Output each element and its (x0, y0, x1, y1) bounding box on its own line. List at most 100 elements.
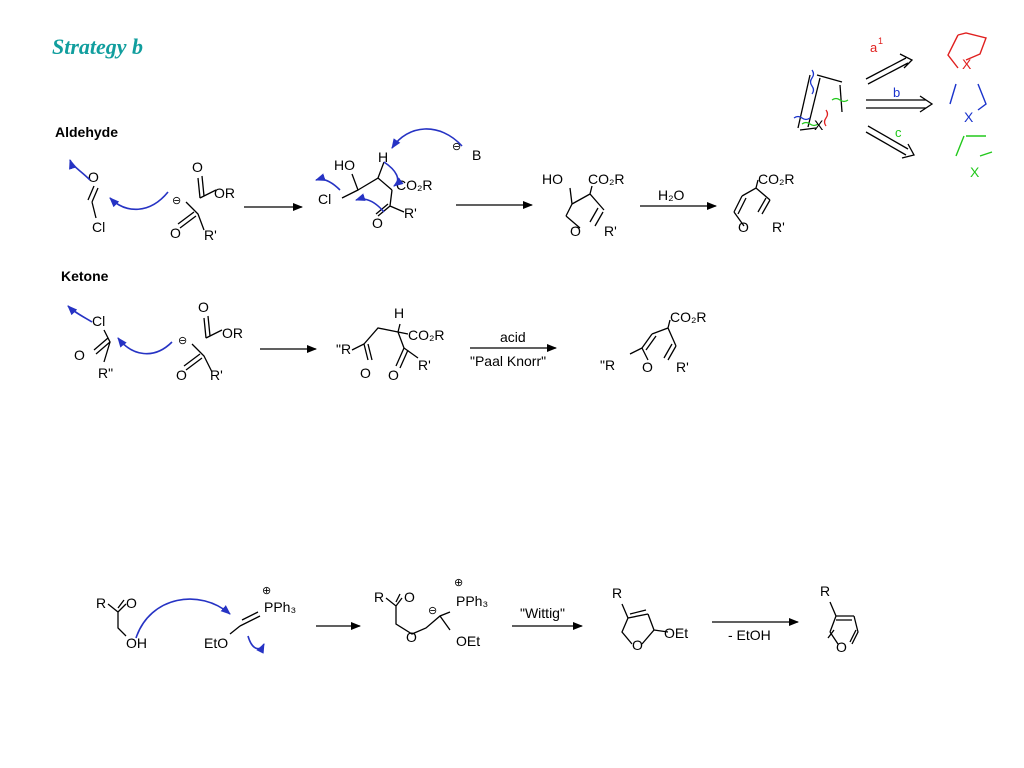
retro-arrow-c: c (865, 125, 915, 159)
eto-label: EtO (204, 635, 228, 651)
trisubstituted-furan: CO₂R "R O R' (600, 309, 707, 375)
ring-o: O (570, 223, 581, 239)
minus-charge: ⊖ (428, 605, 437, 617)
minus-charge: ⊖ (172, 195, 181, 207)
route-a-superscript: 1 (878, 36, 883, 46)
or-label: OR (222, 325, 243, 341)
route-b-label: b (893, 85, 900, 100)
route-a-fragment: X (947, 32, 987, 72)
ketoester-enolate: O OR ⊖ O R' (170, 159, 235, 243)
co2r-label: CO₂R (396, 177, 433, 193)
r-prime: R' (204, 227, 217, 243)
ring-o: O (632, 637, 643, 653)
pph3-label: PPh₃ (456, 593, 488, 609)
minus-charge: ⊖ (178, 335, 187, 347)
ketone-o: O (176, 367, 187, 383)
co2r-label: CO₂R (408, 327, 445, 343)
ether-o: O (406, 629, 417, 645)
plus-charge: ⊕ (262, 585, 271, 597)
oet-label: OEt (456, 633, 480, 649)
ketoester-enolate: O OR ⊖ O R' (176, 299, 243, 383)
retro-arrow-b: b (866, 85, 934, 113)
r-prime: R' (676, 359, 689, 375)
cl-label: Cl (92, 313, 105, 329)
hydroxy-dihydrofuran: HO CO₂R O R' (542, 171, 625, 239)
ho-label: HO (542, 171, 563, 187)
route-c-label: c (895, 125, 902, 140)
vinyl-phosphonium: ⊕ PPh₃ EtO (204, 585, 296, 651)
ring-o: O (642, 359, 653, 375)
h-label: H (378, 149, 388, 165)
curly-arrow (315, 173, 341, 191)
route-c-x: X (970, 164, 980, 180)
route-b-x: X (964, 109, 974, 125)
r-prime: R' (604, 223, 617, 239)
paal-knorr-label: "Paal Knorr" (470, 353, 546, 369)
route-b-fragment: X (949, 83, 987, 125)
ketone-o: O (126, 595, 137, 611)
curly-arrow (67, 305, 93, 323)
curly-arrow (69, 159, 91, 181)
ethoxy-dihydrofuran: R O OEt (612, 585, 688, 653)
base-label: B (472, 147, 481, 163)
minus-charge: ⊖ (452, 141, 461, 153)
h-label: H (394, 305, 404, 321)
oh-label: OH (126, 635, 147, 651)
aldol-adduct: HO H ⊖ B Cl CO₂R O R' (318, 141, 481, 231)
ketone-o: O (388, 367, 399, 383)
ketone-o: O (360, 365, 371, 381)
route-a-label: a (870, 40, 878, 55)
curly-arrow (117, 337, 173, 355)
pph3-label: PPh₃ (264, 599, 296, 615)
phosphonium-ylide-ether: R O O ⊕ PPh₃ ⊖ OEt (374, 577, 488, 649)
co2r-label: CO₂R (758, 171, 795, 187)
r-prime: R' (404, 205, 417, 221)
r-prime: R' (418, 357, 431, 373)
curly-arrow (383, 161, 404, 187)
carbonyl-o: O (88, 169, 99, 185)
r-label: R (820, 583, 830, 599)
ring-o: O (836, 639, 847, 655)
curly-arrow (135, 598, 231, 639)
diketone-ester: "R H CO₂R O O R' (336, 305, 445, 383)
curly-arrow (391, 128, 463, 149)
page-title: Strategy b (52, 34, 144, 59)
route-c-fragment: X (955, 135, 993, 180)
r-dq-label: "R (336, 341, 351, 357)
r-label: R (612, 585, 622, 601)
oet-label: OEt (664, 625, 688, 641)
furan-ester-product: CO₂R O R' (733, 171, 795, 235)
h2o-reagent: H₂O (658, 187, 685, 203)
r-label: R (96, 595, 106, 611)
plus-charge: ⊕ (454, 577, 463, 589)
curly-arrow (355, 193, 385, 213)
cl-label: Cl (92, 219, 105, 235)
retro-arrow-a: a 1 (865, 36, 914, 85)
curly-arrow (109, 191, 169, 211)
ester-o: O (198, 299, 209, 315)
ester-o: O (192, 159, 203, 175)
section-label-ketone: Ketone (61, 268, 109, 284)
r-dq-label: "R (600, 357, 615, 373)
co2r-label: CO₂R (670, 309, 707, 325)
alpha-chloroketone: Cl O R" (74, 313, 113, 381)
retrosynthesis-legend: X a 1 b c X X X (793, 32, 993, 180)
co2r-label: CO₂R (588, 171, 625, 187)
ketone-o: O (74, 347, 85, 363)
ketone-o: O (404, 589, 415, 605)
or-label: OR (214, 185, 235, 201)
ketone-o: O (372, 215, 383, 231)
cl-label: Cl (318, 191, 331, 207)
r-prime: R' (772, 219, 785, 235)
r-prime: R' (210, 367, 223, 383)
r-label: R (374, 589, 384, 605)
section-label-aldehyde: Aldehyde (55, 124, 119, 140)
r-dprime: R" (98, 365, 113, 381)
route-a-x: X (962, 56, 972, 72)
hydroxyketone: R O OH (96, 595, 147, 651)
wittig-label: "Wittig" (520, 605, 565, 621)
furan-disconnection-structure: X (793, 69, 849, 133)
x-label: X (814, 117, 824, 133)
3-substituted-furan: R O (820, 583, 859, 655)
